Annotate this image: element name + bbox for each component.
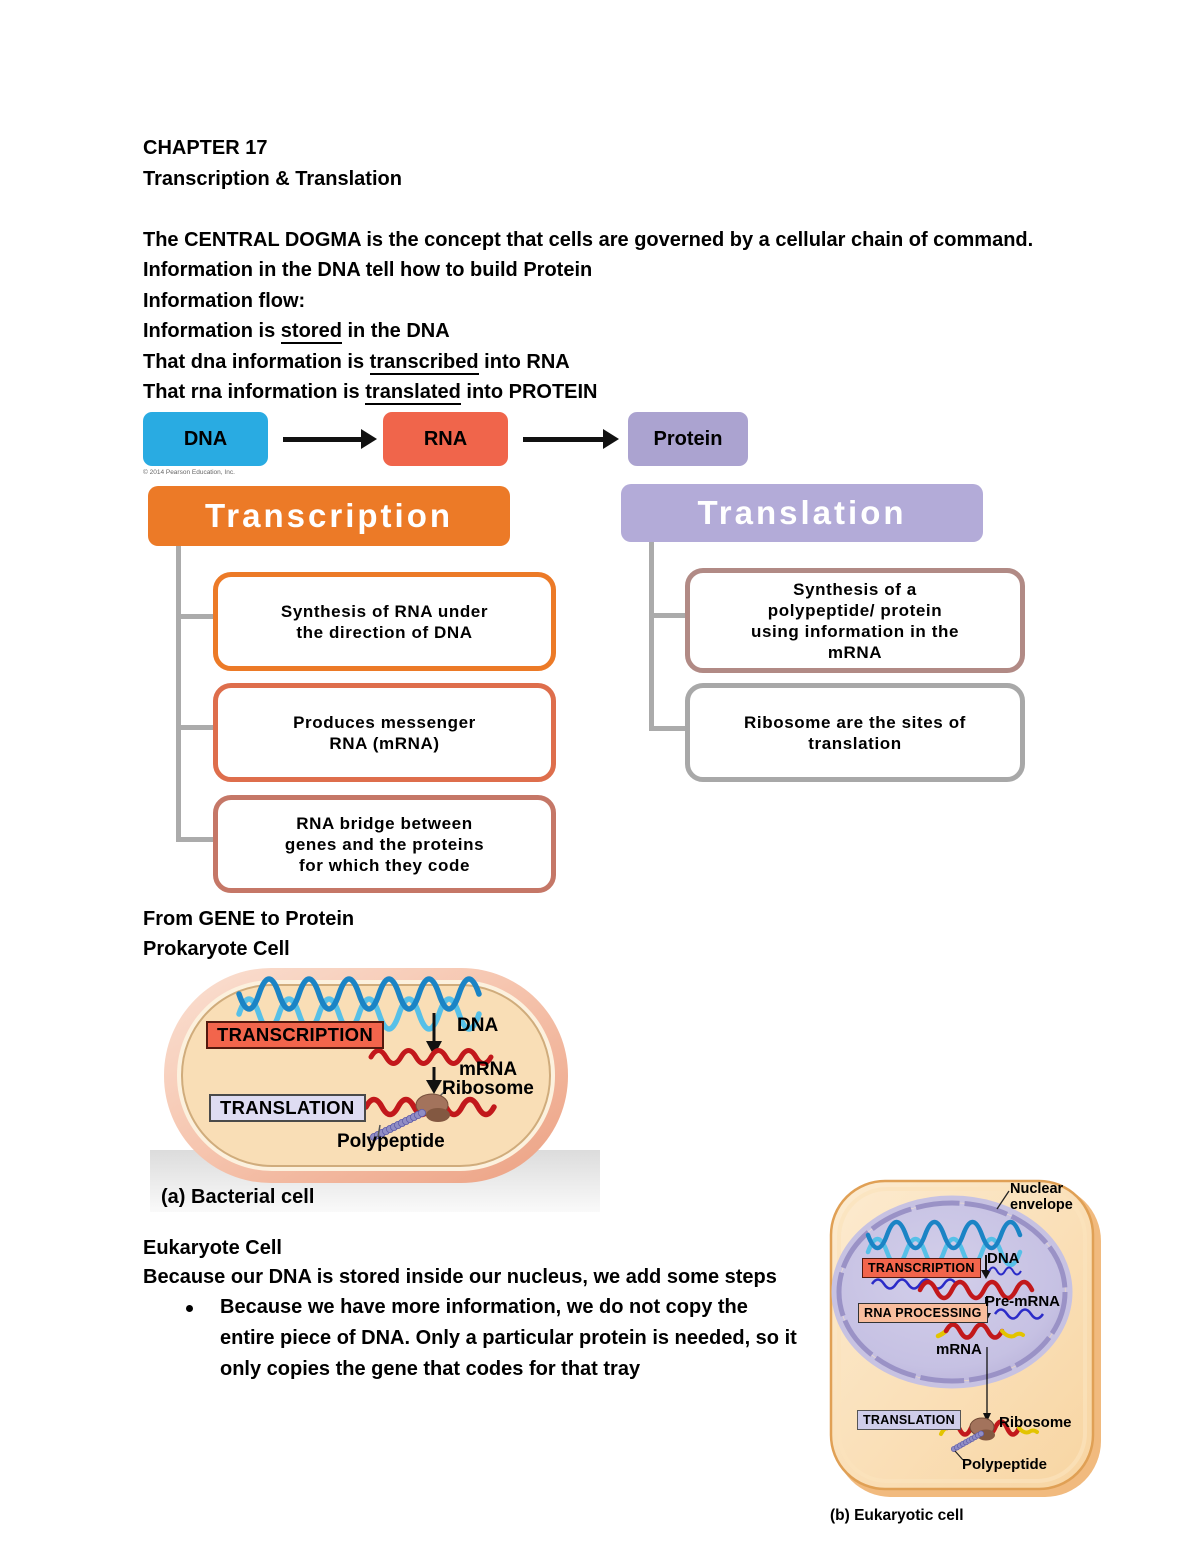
underlined-word-transcribed: transcribed (369, 351, 479, 375)
bullet-marker (186, 1305, 193, 1312)
dna-helix-graphic (236, 976, 482, 1032)
chapter-subtitle: Transcription & Translation (143, 168, 402, 190)
flow-node-protein: Protein (628, 412, 748, 466)
flow-node-dna: DNA (143, 412, 268, 466)
eukaryotic-cell-graphic (829, 1179, 1101, 1497)
nuclear-envelope-label: Nuclear envelope (1010, 1181, 1073, 1213)
eukaryotic-cell-illustration (823, 1175, 1103, 1553)
bacterial-mrna-label: mRNA (459, 1059, 518, 1080)
bacterial-cell-caption: (a) Bacterial cell (161, 1186, 315, 1208)
transcription-item-2: Produces messenger RNA (mRNA) (213, 683, 556, 782)
bullet-line-1: Because we have more information, we do … (220, 1296, 748, 1318)
bullet-line-2: entire piece of DNA. Only a particular p… (220, 1327, 797, 1349)
bacterial-translation-label: TRANSLATION (209, 1094, 366, 1122)
underlined-word-translated: translated (365, 381, 461, 405)
arrow-mrna-export-euk (983, 1347, 991, 1422)
euk-ribosome-label: Ribosome (999, 1414, 1072, 1431)
translation-cluster-graphic (363, 1093, 497, 1142)
translation-header: Translation (621, 484, 983, 542)
flow-arrow-2 (523, 429, 619, 449)
chapter-title: CHAPTER 17 (143, 137, 268, 159)
nuclear-envelope-pointer (996, 1190, 1010, 1210)
bacterial-ribosome-label: Ribosome (442, 1078, 534, 1099)
intro-line-3: Information flow: (143, 290, 306, 312)
transcription-tree-trunk (176, 546, 181, 842)
translation-item-1: Synthesis of a polypeptide/ protein usin… (685, 568, 1025, 673)
intro-line-translated: That rna information is translated into … (143, 381, 598, 405)
transcription-item-3: RNA bridge between genes and the protein… (213, 795, 556, 893)
bacterial-polypeptide-label: Polypeptide (337, 1131, 445, 1152)
dna-strand-squiggle (870, 1278, 958, 1290)
underlined-word-stored: stored (280, 320, 342, 344)
eukaryotic-cell-caption: (b) Eukaryotic cell (830, 1507, 964, 1524)
translation-tree-trunk (649, 542, 654, 731)
pre-mrna-squiggle (993, 1308, 1045, 1320)
section-eukaryote: Eukaryote Cell (143, 1237, 282, 1259)
translation-cluster-graphic-euk (939, 1417, 1039, 1453)
translation-branch-1 (649, 613, 685, 618)
arrow-dna-to-mrna (426, 1013, 442, 1056)
mrna-strand-graphic (368, 1048, 494, 1066)
copyright-note: © 2014 Pearson Education, Inc. (143, 469, 235, 476)
intro-line-stored: Information is stored in the DNA (143, 320, 450, 344)
transcription-header: Transcription (148, 486, 510, 546)
flow-node-rna: RNA (383, 412, 508, 466)
euk-dna-label: DNA (987, 1250, 1020, 1267)
section-gene-to-protein: From GENE to Protein (143, 908, 355, 930)
intro-line-1: The CENTRAL DOGMA is the concept that ce… (143, 229, 1034, 251)
polypeptide-chain-graphic-euk (950, 1430, 985, 1453)
transcription-branch-3 (176, 837, 213, 842)
bullet-line-3: only copies the gene that codes for that… (220, 1358, 641, 1380)
euk-translation-label: TRANSLATION (857, 1410, 961, 1430)
translation-item-2: Ribosome are the sites of translation (685, 683, 1025, 782)
intro-line-transcribed: That dna information is transcribed into… (143, 351, 570, 375)
polypeptide-pointer-line (377, 1124, 381, 1138)
euk-pre-mrna-label: Pre-mRNA (985, 1293, 1061, 1310)
intro-line-2: Information in the DNA tell how to build… (143, 259, 593, 281)
translation-branch-2 (649, 726, 685, 731)
section-prokaryote: Prokaryote Cell (143, 938, 290, 960)
polypeptide-pointer-euk (954, 1450, 964, 1461)
euk-polypeptide-label: Polypeptide (962, 1456, 1048, 1473)
mrna-strand-graphic-euk (935, 1322, 1025, 1340)
eukaryote-intro-line: Because our DNA is stored inside our nuc… (143, 1266, 777, 1288)
transcription-branch-1 (176, 614, 213, 619)
bacterial-dna-label: DNA (457, 1015, 499, 1036)
arrow-mrna-to-ribosome (426, 1067, 442, 1094)
arrow-dna-euk (981, 1255, 991, 1279)
dna-fragment-squiggle (988, 1266, 1022, 1276)
flow-arrow-1 (283, 429, 377, 449)
euk-rna-processing-label: RNA PROCESSING (858, 1303, 988, 1323)
transcription-item-1: Synthesis of RNA under the direction of … (213, 572, 556, 671)
transcription-branch-2 (176, 725, 213, 730)
euk-transcription-label: TRANSCRIPTION (862, 1258, 981, 1278)
pre-mrna-strand-graphic (917, 1279, 1035, 1301)
euk-mrna-label: mRNA (936, 1341, 982, 1358)
bacterial-transcription-label: TRANSCRIPTION (206, 1021, 385, 1049)
